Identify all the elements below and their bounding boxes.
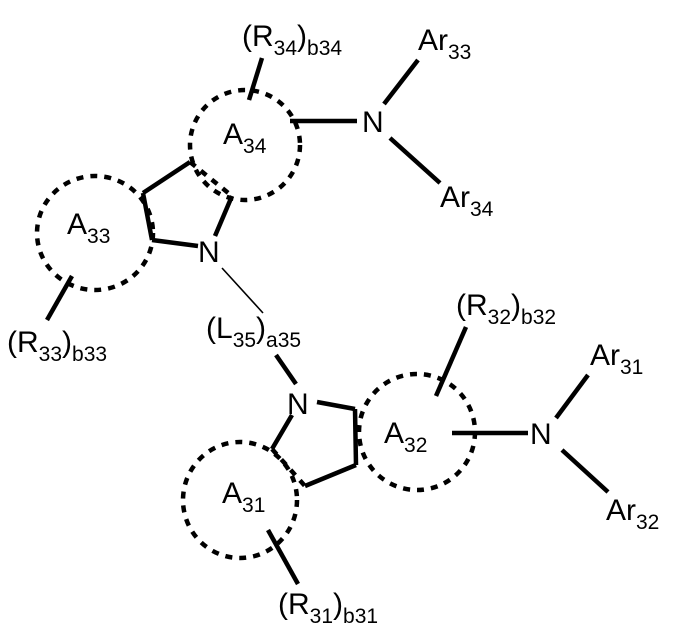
bond-upper-ring-top [143, 162, 190, 193]
bond-n-ar34 [390, 138, 440, 183]
label-a33: A33 [67, 208, 110, 248]
label-l35: (L35)a35 [206, 312, 301, 352]
bond-n-ar33 [384, 60, 418, 104]
bond-r31 [268, 530, 298, 584]
label-a32: A32 [384, 417, 427, 457]
bond-upper-ring-n-right [215, 196, 232, 236]
bond-lower-ring-bottom [305, 465, 356, 486]
label-ar31: Ar31 [590, 339, 643, 379]
label-r34: (R34)b34 [242, 20, 342, 60]
label-ar33: Ar33 [418, 24, 471, 64]
label-n-upper-amine: N [362, 106, 384, 139]
bond-lower-ring-n-right [317, 402, 355, 409]
bond-upper-ring-left [143, 193, 152, 240]
label-r31: (R31)b31 [278, 588, 378, 628]
label-a34: A34 [223, 118, 267, 158]
label-a31: A31 [222, 477, 265, 517]
label-ar32: Ar32 [606, 494, 659, 534]
bond-lower-ring-right [355, 409, 356, 465]
label-n-upper-ring: N [198, 236, 220, 269]
bond-n-ar32 [562, 450, 608, 492]
bond-upper-ring-dashed [190, 162, 232, 196]
label-n-lower-amine: N [530, 418, 552, 451]
bond-l35-n [276, 355, 296, 384]
bond-n-ar31 [556, 375, 588, 418]
label-r33: (R33)b33 [7, 326, 107, 366]
label-ar34: Ar34 [440, 181, 494, 221]
bond-r34 [249, 58, 262, 100]
bond-n-l35 [222, 268, 263, 313]
bond-r33 [47, 276, 72, 320]
label-n-lower-ring: N [287, 388, 309, 421]
bond-upper-ring-n-left [152, 240, 198, 246]
label-r32: (R32)b32 [456, 289, 556, 329]
